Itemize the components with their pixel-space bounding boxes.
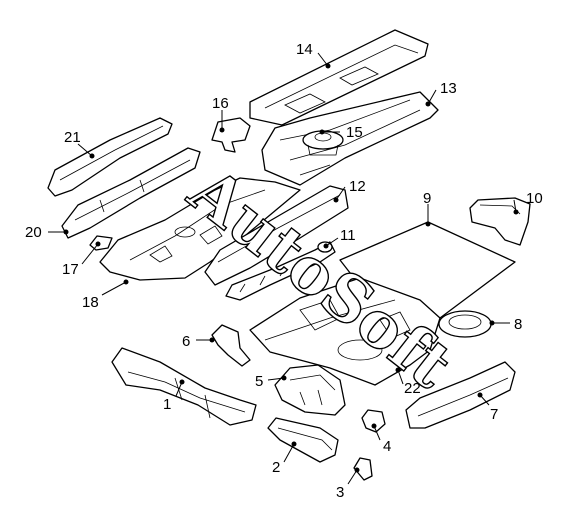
part-18-front-floor	[99, 177, 301, 281]
callout-16: 16	[212, 95, 229, 112]
part-1-front-side-member	[111, 347, 257, 426]
part-10-rear-bracket	[469, 197, 531, 246]
part-6-bracket	[211, 324, 251, 367]
callout-labels: 14 13 15 16 21 20 17 18 12 11 9 10 8 6 1…	[25, 41, 543, 501]
callout-22: 22	[404, 380, 421, 397]
part-12-sill-panel	[204, 185, 349, 286]
callout-1: 1	[163, 396, 171, 413]
callout-9: 9	[423, 190, 431, 207]
callout-8: 8	[514, 316, 522, 333]
part-7-rear-sill	[405, 361, 516, 429]
leader-lines	[48, 52, 517, 485]
callout-5: 5	[255, 373, 263, 390]
part-21-rear-side-member	[47, 117, 173, 197]
callout-4: 4	[383, 438, 391, 455]
callout-7: 7	[490, 406, 498, 423]
callout-10: 10	[526, 190, 543, 207]
callout-18: 18	[82, 294, 99, 311]
callout-14: 14	[296, 41, 313, 58]
callout-21: 21	[64, 129, 81, 146]
callout-15: 15	[346, 124, 363, 141]
callout-20: 20	[25, 224, 42, 241]
part-17-reinforcement	[89, 235, 113, 251]
part-14-parcel-shelf	[249, 29, 429, 126]
callout-11: 11	[340, 227, 356, 244]
part-13-rear-floor-panel	[261, 91, 439, 186]
callout-6: 6	[182, 333, 190, 350]
callout-17: 17	[62, 261, 79, 278]
part-2-jacking-rail	[267, 417, 339, 463]
part-5-wheelhouse	[274, 364, 346, 416]
callout-3: 3	[336, 484, 344, 501]
leader-dots	[63, 63, 519, 473]
part-4-clip	[361, 409, 386, 433]
callout-12: 12	[349, 178, 366, 195]
part-22-main-floor	[249, 277, 441, 386]
part-16-bracket	[211, 117, 251, 153]
part-3-small-bracket	[353, 457, 373, 481]
callout-2: 2	[272, 459, 280, 476]
part-20-cross-member	[61, 147, 201, 239]
callout-13: 13	[440, 80, 457, 97]
